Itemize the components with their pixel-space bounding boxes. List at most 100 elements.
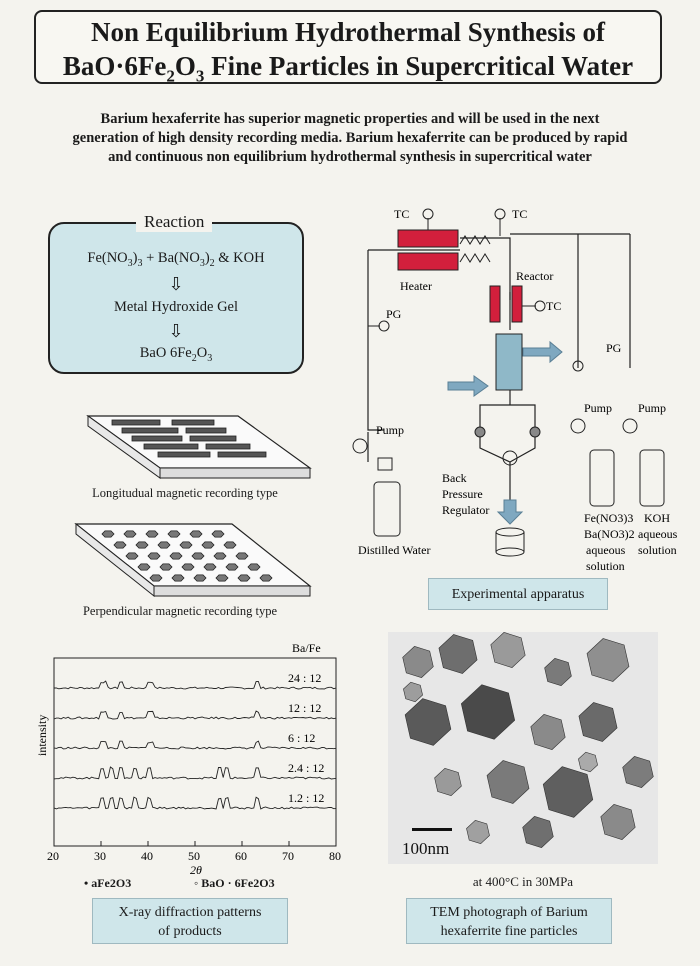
hexaferrite-particle <box>191 552 205 560</box>
hexaferrite-particle <box>159 563 173 571</box>
hexaferrite-particle <box>137 563 151 571</box>
hexaferrite-particle <box>223 541 237 549</box>
pump-label-1: Pump <box>376 423 404 437</box>
hexaferrite-particle <box>213 552 227 560</box>
xrd-ratio-label: 1.2 : 12 <box>288 791 324 805</box>
feed-label-3: aqueous <box>586 543 626 557</box>
tem-particle <box>544 657 572 687</box>
tc-label-1: TC <box>394 207 409 221</box>
hexaferrite-particle <box>157 541 171 549</box>
xrd-trace <box>53 796 337 810</box>
hexaferrite-particle <box>123 530 137 538</box>
hexaferrite-particle <box>201 541 215 549</box>
hexaferrite-particle <box>189 530 203 538</box>
pump-label-3: Pump <box>638 401 666 415</box>
hexaferrite-particle <box>237 574 251 582</box>
tem-particle <box>434 767 462 797</box>
reaction-step-2: Metal Hydroxide Gel <box>113 299 239 315</box>
xrd-tick-label: 70 <box>282 849 294 863</box>
xrd-ratio-label: 24 : 12 <box>288 671 321 685</box>
xrd-ratio-label: 12 : 12 <box>288 701 321 715</box>
tem-particle <box>402 646 434 678</box>
tem-particle <box>578 751 598 773</box>
hexaferrite-particle <box>147 552 161 560</box>
hexaferrite-particle <box>113 541 127 549</box>
xrd-trace <box>53 680 337 690</box>
distilled-label: Distilled Water <box>358 543 430 557</box>
tem-particle <box>522 816 554 848</box>
hexaferrite-particle <box>135 541 149 549</box>
back-label-2: Pressure <box>442 487 483 501</box>
tc-label-3: TC <box>546 299 561 313</box>
xrd-legend-a: • aFe2O3 <box>84 876 132 890</box>
hexaferrite-particle <box>259 574 273 582</box>
xrd-legend-b: ◦ BaO · 6Fe2O3 <box>194 876 275 890</box>
xrd-tick-label: 40 <box>141 849 153 863</box>
title-box: Non Equilibrium Hydrothermal Synthesis o… <box>34 10 662 85</box>
tem-particle <box>530 714 566 750</box>
hexaferrite-particle <box>211 530 225 538</box>
xrd-tick-label: 20 <box>47 849 59 863</box>
hexaferrite-particle <box>167 530 181 538</box>
hexaferrite-particle <box>171 574 185 582</box>
hexaferrite-particle <box>149 574 163 582</box>
reactor-label: Reactor <box>516 269 553 283</box>
experimental-apparatus-diagram: TC TC Heater Reactor TC PG PG Back Press… <box>352 207 678 573</box>
tem-particle <box>460 684 516 740</box>
xrd-header: Ba/Fe <box>292 641 321 655</box>
xrd-tick-label: 50 <box>188 849 200 863</box>
tem-scale-label: 100nm <box>402 839 449 858</box>
tem-particle <box>466 819 490 845</box>
xrd-trace <box>53 740 337 750</box>
back-label-1: Back <box>442 471 467 485</box>
feed-label-4: solution <box>586 559 625 573</box>
tem-particle <box>578 702 618 742</box>
koh-label-3: solution <box>638 543 677 557</box>
tem-condition: at 400°C in 30MPa <box>472 874 574 889</box>
title-line-1: Non Equilibrium Hydrothermal Synthesis o… <box>90 17 606 47</box>
perpendicular-caption: Perpendicular magnetic recording type <box>82 604 278 618</box>
reaction-step-3: BaO 6Fe2O3 <box>139 345 213 364</box>
hexaferrite-particle <box>235 552 249 560</box>
longitudinal-recording-diagram <box>86 415 312 479</box>
reaction-arrow-2: ⇩ <box>168 321 184 342</box>
hexaferrite-particle <box>247 563 261 571</box>
pg-label-2: PG <box>606 341 622 355</box>
longitudinal-caption: Longitudual magnetic recording type <box>92 486 278 500</box>
xrd-tick-label: 80 <box>329 849 341 863</box>
xrd-xlabel: 2θ <box>190 863 202 877</box>
hexaferrite-particle <box>101 530 115 538</box>
tem-particle <box>490 632 526 668</box>
hexaferrite-particle <box>203 563 217 571</box>
koh-label-2: aqueous <box>638 527 678 541</box>
xrd-tick-label: 30 <box>94 849 106 863</box>
xrd-trace <box>53 710 337 720</box>
hexaferrite-particle <box>169 552 183 560</box>
reaction-arrow-1: ⇩ <box>168 274 184 295</box>
feed-label-2: Ba(NO3)2 <box>584 527 635 541</box>
hexaferrite-particle <box>125 552 139 560</box>
koh-label-1: KOH <box>644 511 670 525</box>
reaction-step-1: Fe(NO3)3 + Ba(NO3)2 & KOH <box>87 250 265 269</box>
xrd-trace <box>53 766 337 780</box>
tem-photograph: 100nm <box>388 632 658 864</box>
title-line-2: BaO·6Fe2O3 Fine Particles in Supercritic… <box>62 51 634 86</box>
perpendicular-recording-diagram <box>74 522 312 598</box>
pg-label-1: PG <box>386 307 402 321</box>
tem-particle <box>600 804 636 840</box>
tem-particle <box>542 766 594 818</box>
hexaferrite-particle <box>181 563 195 571</box>
xrd-ratio-label: 2.4 : 12 <box>288 761 324 775</box>
tem-particle <box>486 760 530 804</box>
back-label-3: Regulator <box>442 503 489 517</box>
apparatus-caption: Experimental apparatus <box>428 578 608 610</box>
hexaferrite-particle <box>193 574 207 582</box>
heater-label: Heater <box>400 279 432 293</box>
tem-particle <box>403 681 423 703</box>
xrd-ylabel: intensity <box>35 715 49 756</box>
tem-particle <box>586 638 630 682</box>
tem-particle <box>404 698 452 746</box>
